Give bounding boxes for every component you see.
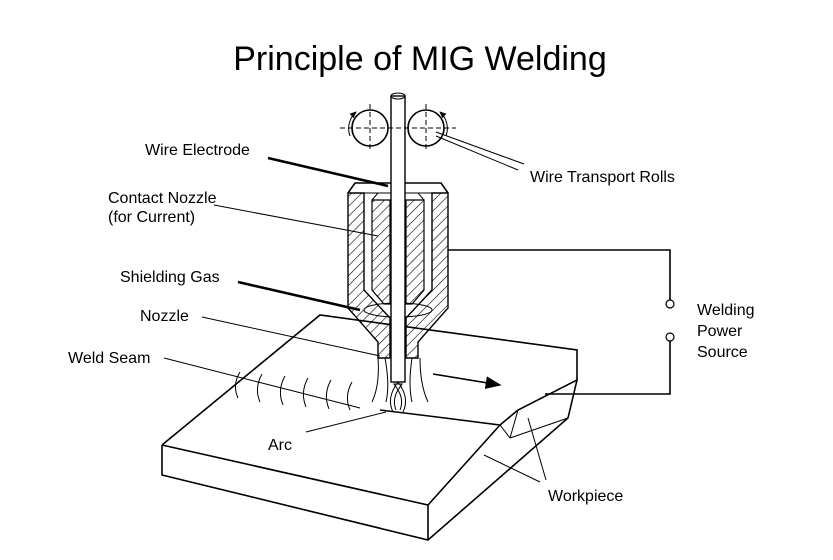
label-wire-transport-rolls: Wire Transport Rolls bbox=[530, 169, 675, 186]
label-weld-seam: Weld Seam bbox=[68, 350, 150, 367]
weld-seam-ripples bbox=[234, 371, 353, 411]
diagram-title: Principle of MIG Welding bbox=[233, 40, 607, 78]
contact-nozzle bbox=[371, 192, 425, 305]
arc bbox=[389, 381, 407, 413]
label-welding: Welding bbox=[697, 302, 755, 319]
power-circuit bbox=[448, 249, 675, 395]
travel-direction-arrow bbox=[432, 373, 502, 389]
label-workpiece: Workpiece bbox=[548, 488, 623, 505]
label-contact-nozzle: Contact Nozzle bbox=[108, 190, 217, 207]
label-nozzle: Nozzle bbox=[140, 308, 189, 325]
terminal-bottom bbox=[665, 332, 675, 342]
wire-electrode bbox=[390, 92, 406, 383]
leader-lines bbox=[163, 131, 547, 483]
label-contact-nozzle-note: (for Current) bbox=[108, 209, 195, 226]
label-wire-electrode: Wire Electrode bbox=[145, 142, 250, 159]
wire-transport-rolls bbox=[340, 104, 456, 152]
label-source: Source bbox=[697, 344, 748, 361]
workpiece-plate bbox=[161, 314, 578, 541]
label-arc: Arc bbox=[268, 437, 292, 454]
shielding-gas-flow bbox=[371, 357, 429, 403]
label-shielding-gas: Shielding Gas bbox=[120, 269, 220, 286]
label-power: Power bbox=[697, 323, 743, 340]
terminal-top bbox=[665, 299, 675, 309]
